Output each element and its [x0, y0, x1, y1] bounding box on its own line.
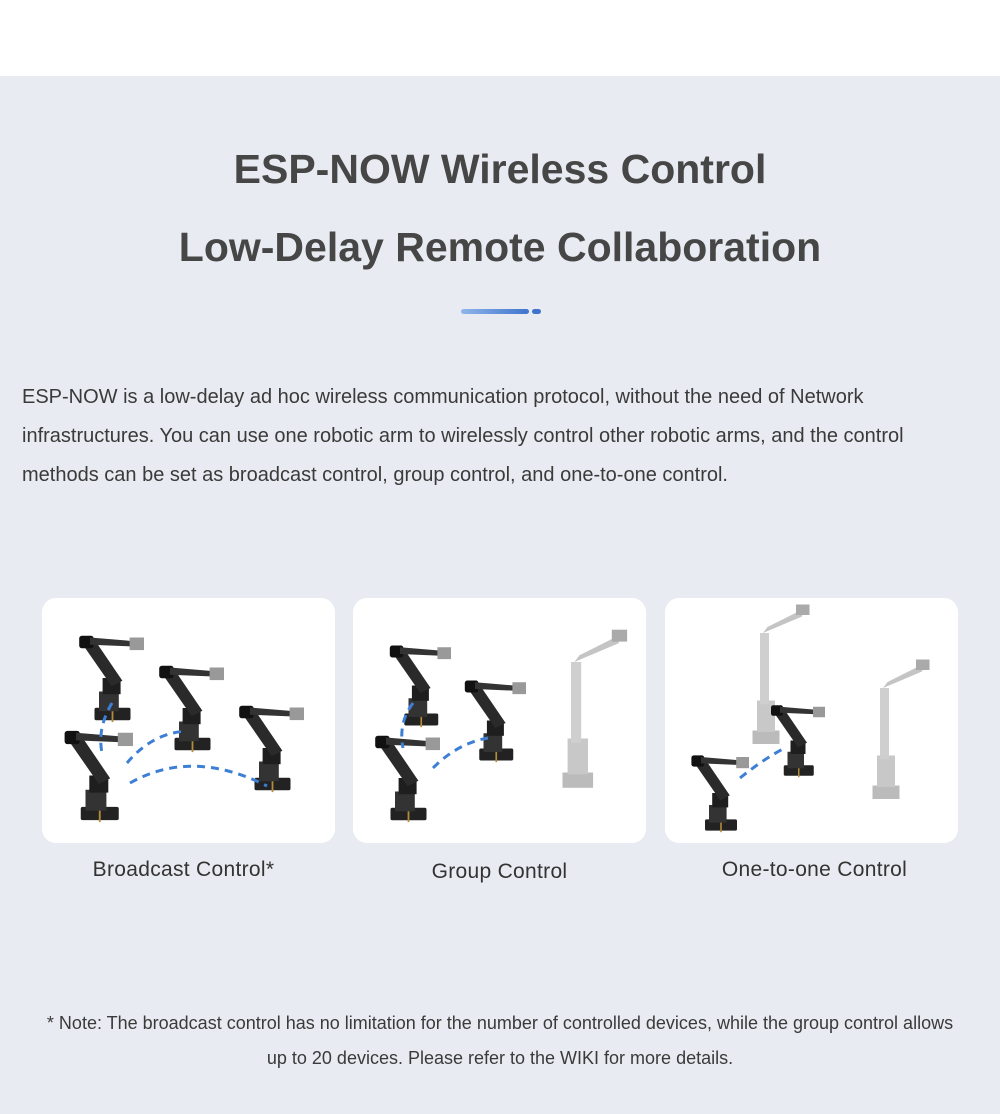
one-to-one-control-illustration [690, 604, 930, 834]
robot-arm [463, 679, 527, 764]
wireless-link-line [739, 746, 786, 780]
card-broadcast-control [42, 598, 335, 843]
group-control-illustration [374, 629, 628, 824]
description-text: ESP-NOW is a low-delay ad hoc wireless c… [22, 386, 904, 486]
footnote: * Note: The broadcast control has no lim… [0, 1006, 1000, 1076]
card-label-group: Group Control [431, 860, 568, 883]
card-label-one-to-one: One-to-one Control [721, 858, 908, 881]
card-one-to-one-control [665, 598, 958, 843]
footnote-line-1: * Note: The broadcast control has no lim… [46, 1013, 954, 1033]
robot-arm [78, 634, 145, 724]
page-subtitle: Low-Delay Remote Collaboration [178, 224, 822, 270]
wireless-link-lines [400, 702, 489, 770]
card-label-broadcast: Broadcast Control* [92, 858, 275, 881]
robot-arm [63, 729, 134, 824]
robot-arm [158, 664, 225, 754]
robot-arm [388, 644, 452, 729]
page-title: ESP-NOW Wireless Control [233, 146, 767, 192]
card-group-control [353, 598, 646, 843]
broadcast-control-illustration [63, 634, 305, 824]
robot-arm-inactive [562, 629, 628, 788]
robot-arm-inactive [872, 659, 930, 799]
robot-arm-inactive [752, 604, 810, 744]
robot-arm [690, 754, 750, 834]
footnote-line-2: up to 20 devices. Please refer to the WI… [266, 1048, 734, 1068]
top-band [0, 0, 1000, 76]
robot-arm [374, 734, 441, 824]
wireless-link-lines [99, 702, 268, 788]
robot-arm [238, 704, 305, 794]
